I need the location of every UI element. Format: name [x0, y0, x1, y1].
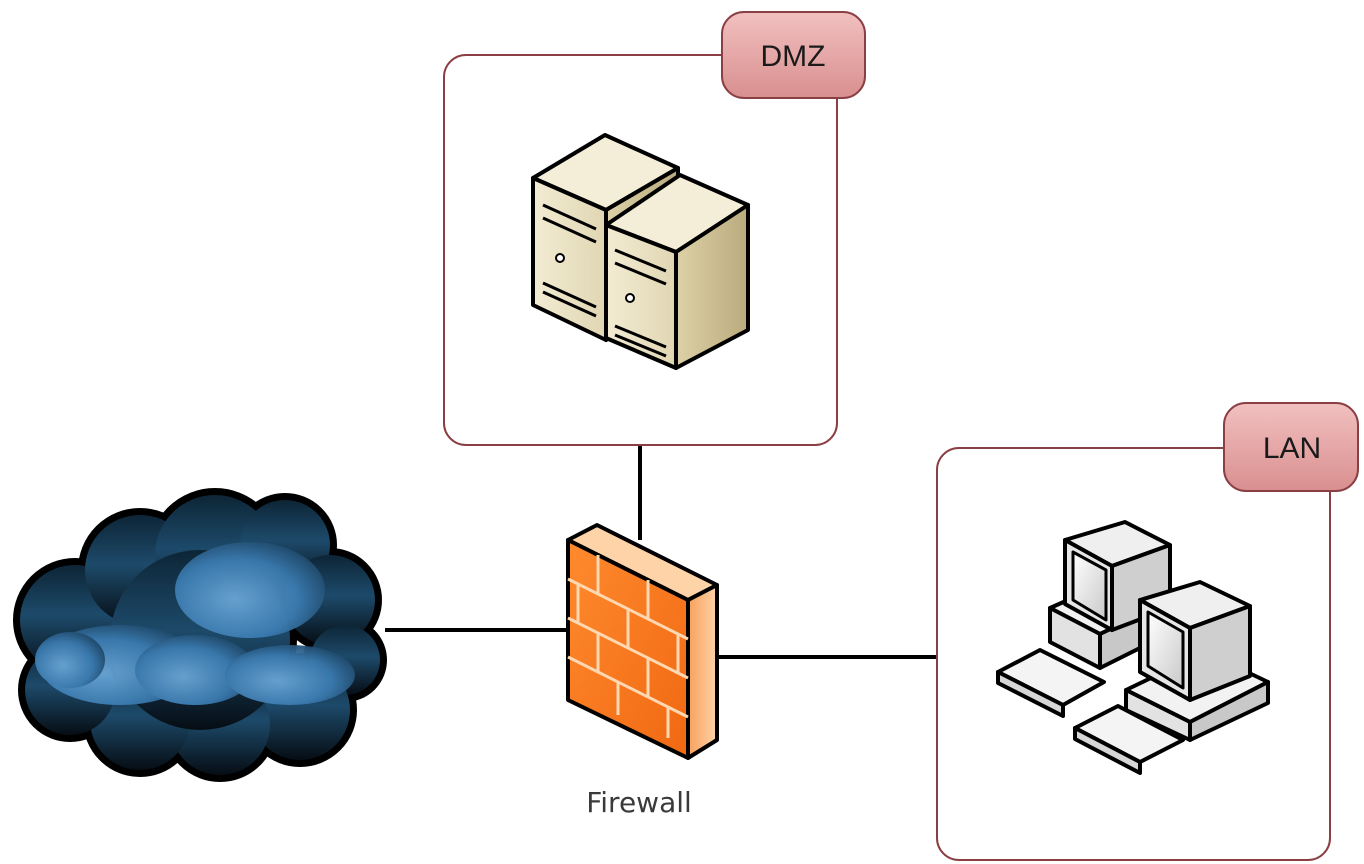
lan-zone-box: [936, 447, 1331, 861]
cloud-icon: [13, 488, 387, 782]
lan-zone: LAN: [936, 402, 1359, 861]
lan-zone-tab: [1223, 402, 1359, 492]
connections: [385, 445, 940, 659]
dmz-zone-tab: [721, 11, 866, 99]
firewall-label: Firewall: [586, 786, 692, 819]
server-icon: [531, 133, 750, 370]
dmz-zone-label: DMZ: [761, 40, 826, 73]
firewall-icon: [566, 523, 719, 760]
workstation-icon: [996, 520, 1270, 775]
lan-zone-label: LAN: [1263, 432, 1321, 465]
